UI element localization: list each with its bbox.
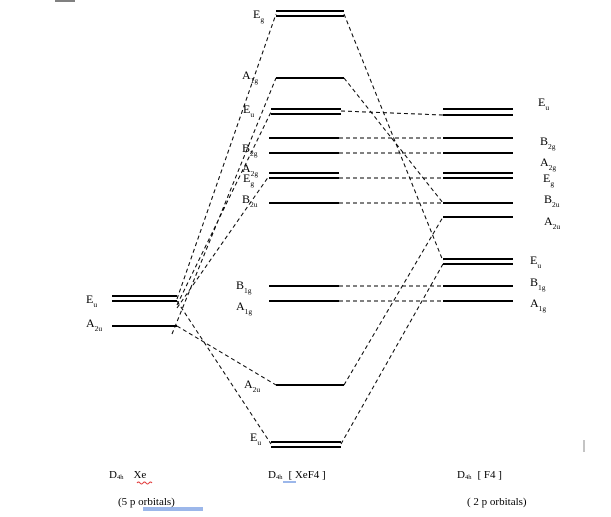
correlation-lines	[171, 13, 444, 445]
corr-eu-to-f4-eu-top	[340, 110, 444, 116]
xef4-a1g-upper-label: A1g	[242, 68, 258, 85]
corr-xe-to-eu	[176, 111, 272, 306]
corr-xe-a2u-to-a2u	[176, 325, 277, 386]
corr-eu-bottom-to-f4-eu	[340, 263, 444, 445]
xe-orbitals-caption: (5 p orbitals)	[118, 496, 175, 508]
f4-eg-label: Eg	[543, 171, 554, 188]
f4-footer-label: D4h[ F4 ]	[457, 469, 502, 481]
corr-xe-eu-to-eg-top	[176, 13, 277, 300]
corr-eg-top-to-f4-eu	[343, 13, 444, 262]
f4-a2u-label: A2u	[544, 214, 560, 231]
f4-b2u-label: B2u	[544, 192, 560, 209]
xef4-b2u-label: B2u	[242, 192, 258, 209]
xef4-eg-mid-label: Eg	[243, 171, 254, 188]
corr-xe-to-eg-mid	[176, 175, 270, 309]
corr-xe-eu-to-eu-bottom	[176, 300, 272, 445]
f4-eu-label: Eu	[530, 253, 541, 270]
f4-b2g-label: B2g	[540, 134, 556, 151]
xef4-b2g-label: B2g	[242, 141, 258, 158]
xef4-b1g-label: B1g	[236, 278, 252, 295]
xe-levels	[112, 295, 177, 327]
xef4-eu-bottom-label: Eu	[250, 430, 261, 447]
xef4-footer-label: D4h[ XeF4 ]	[268, 469, 326, 481]
xef4-eu-label: Eu	[243, 102, 254, 119]
xef4-levels	[269, 10, 344, 448]
f4-eu-top-label: Eu	[538, 95, 549, 112]
corr-xe-a2u-to-a1g-upper	[171, 77, 277, 335]
f4-a1g-label: A1g	[530, 296, 546, 313]
f4-b1g-label: B1g	[530, 275, 546, 292]
xef4-eg-top-label: Eg	[253, 7, 264, 24]
xef4-a2g-label: A2g	[242, 161, 258, 178]
xef4-a1g-mid-label: A1g	[236, 299, 252, 316]
corr-a1g-upper-to-f4-b2u	[343, 77, 444, 204]
xe-eu-label: Eu	[86, 292, 97, 309]
f4-a2g-label: A2g	[540, 155, 556, 172]
f4-levels	[443, 108, 513, 302]
xef4-a2u-label: A2u	[244, 377, 260, 394]
xe-a2u-label: A2u	[86, 316, 102, 333]
corr-a2u-to-f4-a2u	[343, 216, 444, 386]
f4-orbitals-caption: ( 2 p orbitals)	[467, 496, 527, 508]
spellcheck-squiggle	[136, 481, 153, 485]
